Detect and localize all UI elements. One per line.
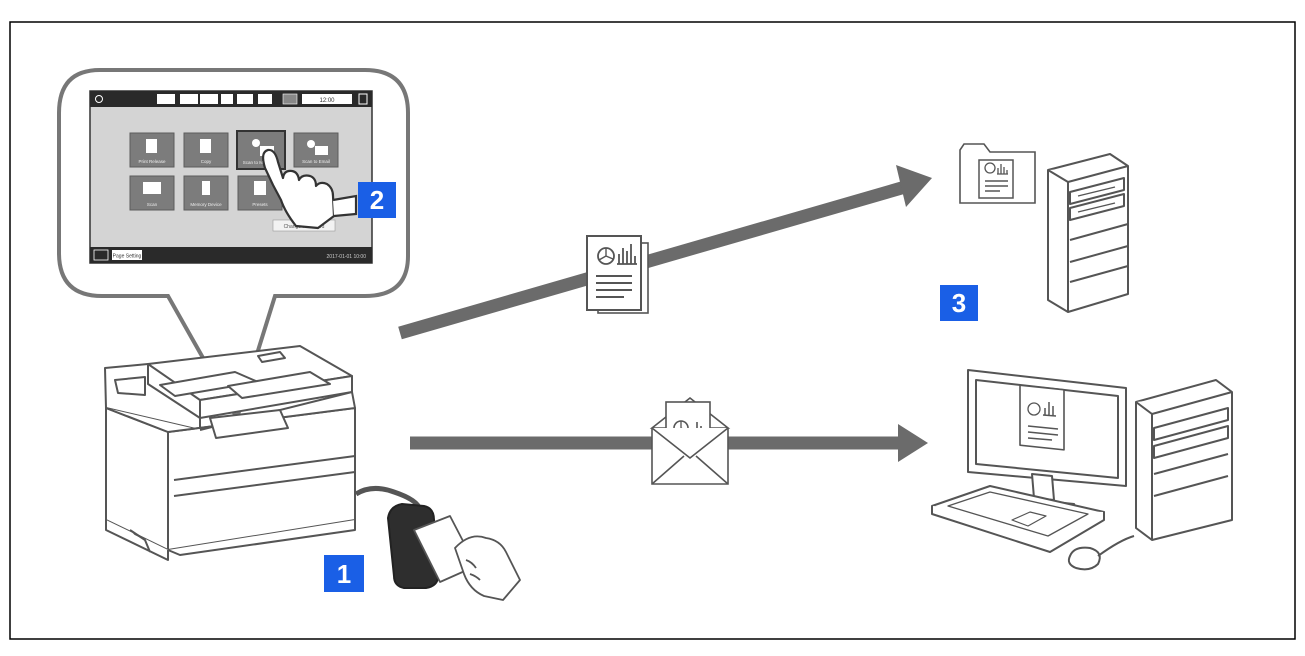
tile-scan-to-email[interactable]: Scan to Email bbox=[293, 132, 339, 168]
diagram-frame bbox=[9, 21, 1296, 640]
step-badge-2: 2 bbox=[358, 182, 396, 218]
logout-icon[interactable] bbox=[358, 93, 368, 105]
tile-label: Memory Device bbox=[190, 202, 222, 207]
network-icon[interactable] bbox=[237, 94, 253, 104]
printer-status-icon[interactable] bbox=[157, 94, 175, 104]
envelope-icon bbox=[649, 396, 731, 485]
server-icon bbox=[1047, 153, 1129, 313]
tile-label: Presets bbox=[252, 202, 268, 207]
tile-label: Scan bbox=[147, 202, 158, 207]
status-indicator-icon bbox=[282, 93, 298, 105]
panel-datetime: 2017-01-01 10:00 bbox=[327, 254, 367, 260]
copy-status-icon[interactable] bbox=[180, 94, 198, 104]
fax-icon[interactable] bbox=[258, 94, 272, 104]
home-icon[interactable] bbox=[95, 95, 103, 103]
tile-label: Scan to My Folder bbox=[243, 160, 280, 165]
printer-icon bbox=[104, 345, 423, 561]
volume-icon[interactable] bbox=[221, 94, 233, 104]
touch-finger-icon bbox=[261, 148, 358, 230]
tile-presets[interactable]: Presets bbox=[237, 175, 283, 211]
step-number: 3 bbox=[952, 288, 966, 318]
tile-label: Scan to Email bbox=[302, 159, 330, 164]
folder-icon bbox=[959, 143, 1036, 204]
panel-bottom-bar bbox=[90, 247, 372, 263]
step-number: 1 bbox=[337, 559, 351, 589]
hand-holding-card-icon bbox=[413, 515, 521, 601]
panel-time: 12:00 bbox=[319, 98, 335, 104]
control-panel-callout: 12:00 Print Release Copy Scan to My Fold… bbox=[57, 68, 410, 424]
page-setting-button[interactable] bbox=[112, 250, 142, 260]
tile-print-release[interactable]: Print Release bbox=[129, 132, 175, 168]
step-badge-3: 3 bbox=[940, 285, 978, 321]
step-badge-1: 1 bbox=[324, 555, 364, 592]
tile-scan[interactable]: Scan bbox=[129, 175, 175, 211]
tile-memory-device[interactable]: Memory Device bbox=[183, 175, 229, 211]
desktop-computer-icon bbox=[931, 369, 1233, 571]
tile-label: Print Release bbox=[138, 159, 166, 164]
document-icon bbox=[586, 235, 649, 314]
tile-copy[interactable]: Copy bbox=[183, 132, 229, 168]
scan-status-icon[interactable] bbox=[200, 94, 218, 104]
arrow-to-folder bbox=[398, 165, 932, 340]
step-number: 2 bbox=[370, 185, 384, 215]
panel-time-box bbox=[302, 94, 352, 104]
page-setting-label: Page Setting bbox=[113, 254, 142, 260]
job-status-icon[interactable] bbox=[93, 249, 109, 261]
tile-label: Copy bbox=[201, 159, 212, 164]
